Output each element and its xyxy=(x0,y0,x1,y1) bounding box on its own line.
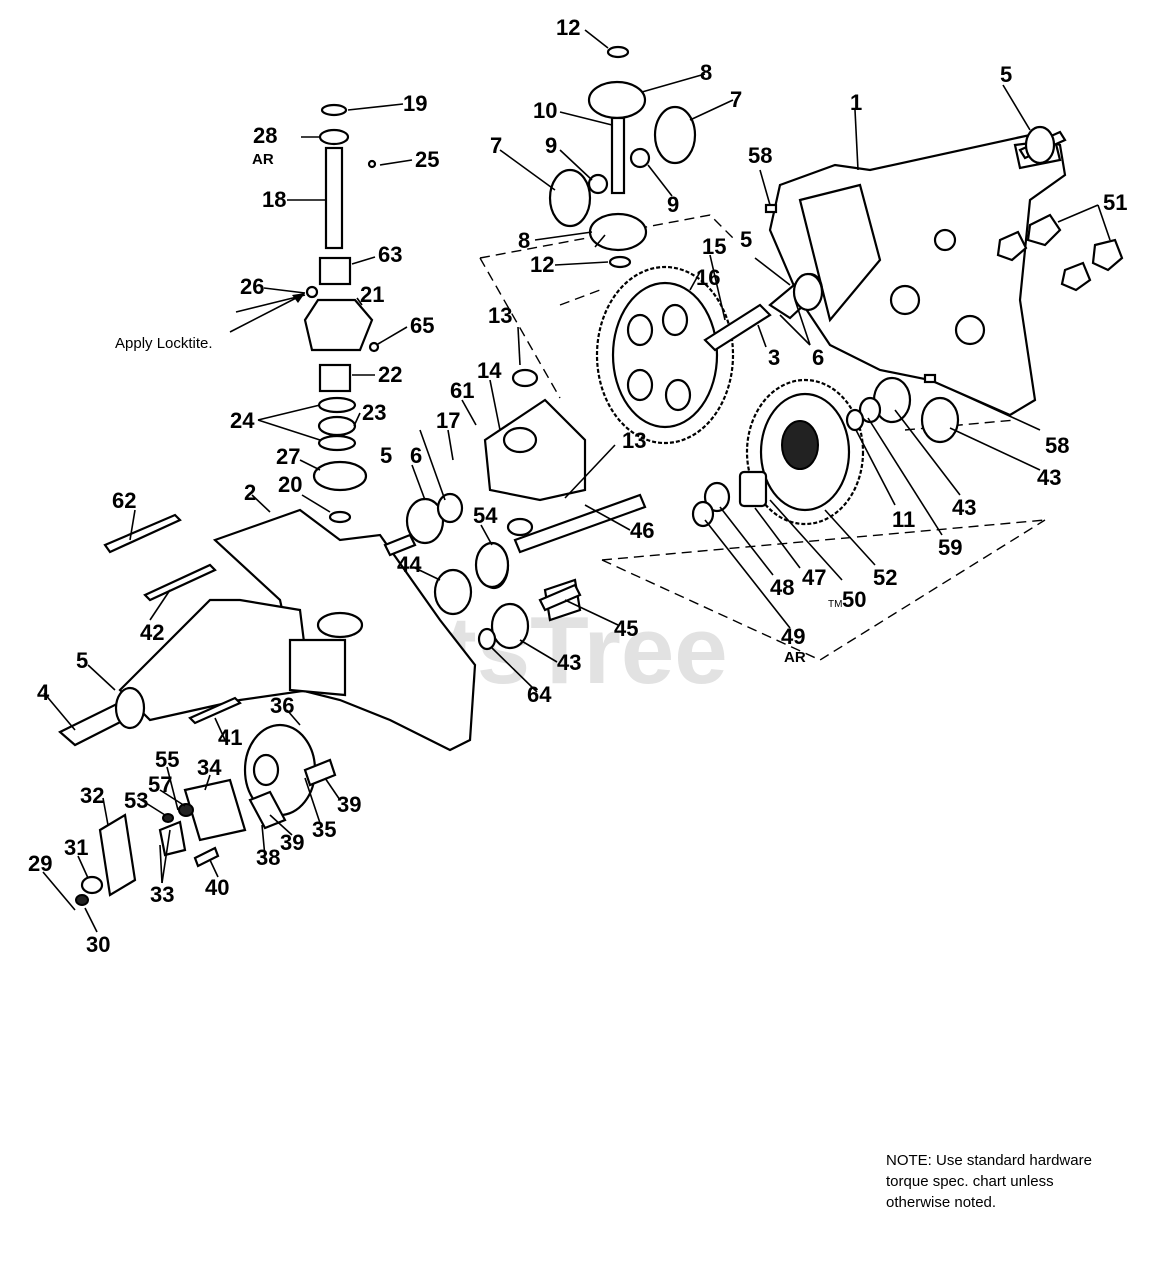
callout-29: 29 xyxy=(28,851,52,876)
callout-50: 50 xyxy=(842,587,866,612)
left-housing-part-2 xyxy=(118,508,477,752)
callout-43: 43 xyxy=(557,650,581,675)
callout-61: 61 xyxy=(450,378,474,403)
callout-27: 27 xyxy=(276,444,300,469)
callout-9: 9 xyxy=(545,133,557,158)
callout-58: 58 xyxy=(748,143,772,168)
callout-34: 34 xyxy=(197,755,222,780)
callout-39: 39 xyxy=(280,830,304,855)
callout-10: 10 xyxy=(533,98,557,123)
callout-47: 47 xyxy=(802,565,826,590)
callout-45: 45 xyxy=(614,616,638,641)
callout-1: 1 xyxy=(850,90,862,115)
callout-4: 4 xyxy=(37,680,50,705)
callout-labels: 12 8 7 10 7 9 9 8 12 19 28 AR 25 18 63 2… xyxy=(28,15,1127,957)
callout-53: 53 xyxy=(124,788,148,813)
callout-8: 8 xyxy=(700,60,712,85)
callout-5: 5 xyxy=(380,443,392,468)
locktite-annotation: Apply Locktite. xyxy=(115,335,213,352)
right-axle-and-nuts xyxy=(764,125,1124,384)
callout-43: 43 xyxy=(952,495,976,520)
callout-44: 44 xyxy=(397,552,422,577)
callout-49: 49 xyxy=(781,624,805,649)
callout-49-ar: AR xyxy=(784,649,806,666)
pinion-shafts xyxy=(383,533,582,612)
callout-7: 7 xyxy=(490,133,502,158)
callout-42: 42 xyxy=(140,620,164,645)
callout-30: 30 xyxy=(86,932,110,957)
callout-55: 55 xyxy=(155,747,179,772)
callout-5: 5 xyxy=(76,648,88,673)
callout-33: 33 xyxy=(150,882,174,907)
hardware-note: NOTE: Use standard hardware torque spec.… xyxy=(886,1150,1146,1213)
callout-57: 57 xyxy=(148,772,172,797)
callout-8: 8 xyxy=(518,228,530,253)
callout-24: 24 xyxy=(230,408,255,433)
callout-13: 13 xyxy=(488,303,512,328)
callout-7: 7 xyxy=(730,87,742,112)
callout-23: 23 xyxy=(362,400,386,425)
callout-9: 9 xyxy=(667,192,679,217)
callout-2: 2 xyxy=(244,480,256,505)
callout-52: 52 xyxy=(873,565,897,590)
callout-6: 6 xyxy=(410,443,422,468)
callout-26: 26 xyxy=(240,274,264,299)
note-line: otherwise noted. xyxy=(886,1194,997,1211)
large-gear-part-16 xyxy=(595,265,735,445)
callout-6: 6 xyxy=(812,345,824,370)
trademark-mark: TM xyxy=(828,599,842,610)
callout-58: 58 xyxy=(1045,433,1069,458)
callout-43: 43 xyxy=(1037,465,1061,490)
callout-3: 3 xyxy=(768,345,780,370)
callout-36: 36 xyxy=(270,693,294,718)
callout-46: 46 xyxy=(630,518,654,543)
callout-28: 28 xyxy=(253,123,277,148)
note-line: torque spec. chart unless xyxy=(886,1173,1054,1190)
callout-18: 18 xyxy=(262,187,286,212)
gear-part-52 xyxy=(745,378,865,526)
callout-22: 22 xyxy=(378,362,402,387)
callout-54: 54 xyxy=(473,503,498,528)
callout-51: 51 xyxy=(1103,190,1127,215)
differential-housing-part-14 xyxy=(483,398,587,502)
note-line: NOTE: Use standard hardware xyxy=(886,1152,1092,1169)
callout-25: 25 xyxy=(415,147,439,172)
callout-20: 20 xyxy=(278,472,302,497)
callout-13: 13 xyxy=(622,428,646,453)
callout-11: 11 xyxy=(892,507,915,532)
callout-16: 16 xyxy=(696,265,720,290)
callout-31: 31 xyxy=(64,835,88,860)
differential-gears xyxy=(548,45,697,269)
callout-39: 39 xyxy=(337,792,361,817)
vertical-shaft-stack xyxy=(303,103,380,524)
callout-32: 32 xyxy=(80,783,104,808)
callout-12: 12 xyxy=(530,252,554,277)
left-axle-and-brake-parts xyxy=(58,513,337,906)
callout-21: 21 xyxy=(360,282,384,307)
callout-35: 35 xyxy=(312,817,336,842)
callout-48: 48 xyxy=(770,575,794,600)
callout-5: 5 xyxy=(1000,62,1012,87)
callout-40: 40 xyxy=(205,875,229,900)
callout-41: 41 xyxy=(218,725,242,750)
callout-59: 59 xyxy=(938,535,962,560)
callout-63: 63 xyxy=(378,242,402,267)
callout-5: 5 xyxy=(740,227,752,252)
callout-15: 15 xyxy=(702,234,726,259)
callout-19: 19 xyxy=(403,91,427,116)
callout-38: 38 xyxy=(256,845,280,870)
callout-62: 62 xyxy=(112,488,136,513)
callout-28-ar: AR xyxy=(252,151,274,168)
callout-64: 64 xyxy=(527,682,552,707)
callout-17: 17 xyxy=(436,408,460,433)
shafts-and-bearings xyxy=(405,272,960,651)
locktite-arrow xyxy=(229,293,305,333)
callout-14: 14 xyxy=(477,358,502,383)
leader-lines xyxy=(42,29,1111,933)
callout-12: 12 xyxy=(556,15,580,40)
callout-65: 65 xyxy=(410,313,434,338)
